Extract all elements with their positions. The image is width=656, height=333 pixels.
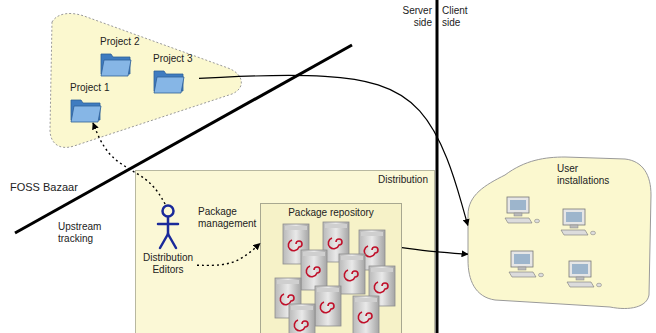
computer-icon bbox=[561, 209, 596, 235]
side-divider bbox=[436, 0, 439, 333]
region-label: FOSS Bazaar bbox=[10, 181, 80, 194]
connector-arrow bbox=[402, 248, 468, 255]
server-icon bbox=[353, 296, 379, 333]
project-folder: Project 1 bbox=[70, 82, 116, 123]
computer-icon bbox=[505, 197, 540, 223]
editor-figure: Distribution Editors bbox=[139, 204, 197, 276]
server-cluster bbox=[261, 204, 403, 333]
side-label: Client side bbox=[442, 5, 482, 29]
connector-label: Upstream tracking bbox=[58, 221, 108, 245]
node-text: Distribution Editors bbox=[139, 252, 197, 276]
folder-icon bbox=[70, 96, 102, 123]
server-icon bbox=[315, 286, 341, 326]
project-folder: Project 2 bbox=[100, 36, 146, 77]
folder-icon bbox=[153, 67, 185, 94]
connector-arrow bbox=[93, 123, 165, 204]
server-icon bbox=[289, 304, 315, 333]
connector-label: Package management bbox=[198, 206, 256, 230]
computer-icon bbox=[567, 261, 602, 287]
project-folder: Project 3 bbox=[153, 53, 199, 94]
node-text: Project 1 bbox=[70, 82, 116, 94]
server-icon bbox=[301, 250, 327, 290]
connector-arrow bbox=[199, 75, 468, 225]
connector-arrow bbox=[197, 244, 260, 266]
folder-icon bbox=[100, 50, 132, 77]
node-text: User installations bbox=[557, 163, 619, 187]
server-icon bbox=[339, 254, 365, 294]
node-text: Project 3 bbox=[153, 53, 199, 65]
computer-icon bbox=[509, 251, 544, 277]
node-text: Distribution bbox=[136, 174, 434, 186]
person-icon bbox=[156, 204, 180, 250]
bazaar-region bbox=[50, 14, 241, 148]
node-text: Project 2 bbox=[100, 36, 146, 48]
client-region: User installations bbox=[465, 155, 653, 315]
node-text: Package repository bbox=[261, 207, 401, 219]
distribution-box: Package repositoryDistribution Editors Di… bbox=[135, 170, 435, 333]
repository-box: Package repository bbox=[260, 203, 402, 333]
side-label: Server side bbox=[392, 5, 432, 29]
